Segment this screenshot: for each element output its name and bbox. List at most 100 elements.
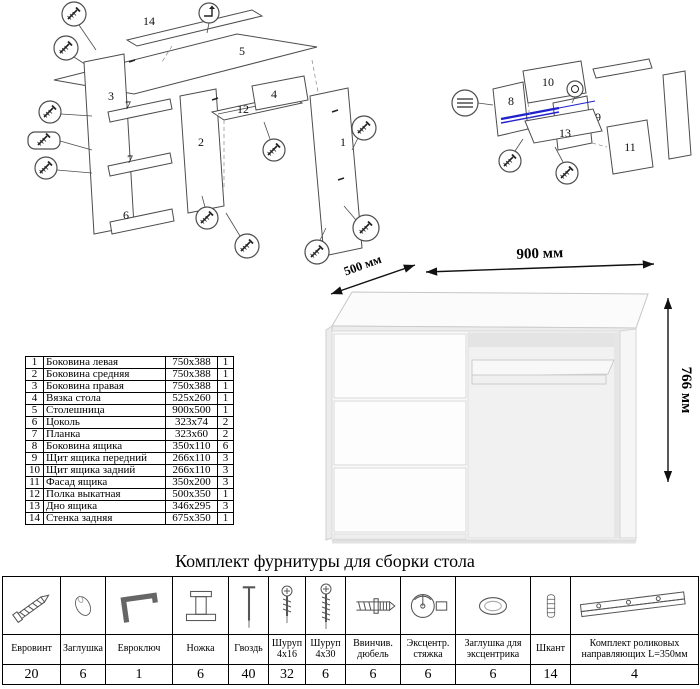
parts-cell-name: Полка выкатная (43, 488, 166, 501)
parts-cell-num: 11 (25, 476, 44, 489)
hardware-icon-cell (455, 576, 531, 635)
parts-cell-qty: 2 (217, 428, 234, 441)
fastener-callout (343, 205, 380, 242)
hardware-name: Гвоздь (228, 634, 269, 665)
hardware-qty: 6 (60, 664, 106, 685)
panel-plank-7a (107, 98, 173, 123)
drawer-rail-icon (579, 590, 686, 617)
hardware-qty: 6 (400, 664, 456, 685)
part-label: 7 (127, 152, 133, 166)
cam-lock-icon (410, 593, 448, 618)
hardware-name: Евроключ (105, 634, 173, 665)
part-label: 1 (340, 135, 346, 149)
parts-cell-size: 675x350 (165, 512, 218, 525)
parts-cell-size: 750x388 (165, 380, 218, 393)
part-label: 11 (624, 140, 636, 154)
parts-cell-name: Боковина правая (43, 380, 166, 393)
parts-cell-name: Фасад ящика (43, 476, 166, 489)
cam-cap-icon (478, 596, 508, 615)
part-label: 7 (125, 98, 131, 112)
hardware-name: Шуруп 4х16 (268, 634, 306, 665)
fastener-callout (498, 138, 524, 173)
exploded-diagram-drawer: 10 8 9 13 11 (451, 58, 692, 185)
wood-dowel-icon (546, 593, 555, 618)
fastener-mark (331, 109, 339, 113)
hardware-name: Ввинчив. дюбель (345, 634, 401, 665)
desk-top (331, 291, 649, 329)
hardware-icon-cell (570, 576, 699, 635)
drawer-front-2 (333, 400, 467, 466)
hardware-name: Эксцентр. стяжка (400, 634, 456, 665)
guide-line (527, 102, 531, 120)
panel-middle-2 (179, 88, 225, 214)
parts-cell-size: 350x200 (165, 476, 218, 489)
hardware-name: Ножка (172, 634, 229, 665)
parts-cell-name: Дно ящика (43, 500, 166, 513)
hardware-qty: 6 (172, 664, 229, 685)
parts-cell-qty: 3 (217, 452, 234, 465)
parts-cell-num: 5 (25, 404, 44, 417)
keyboard-tray (471, 359, 615, 377)
parts-cell-num: 6 (25, 416, 44, 429)
parts-cell-size: 266x110 (165, 452, 218, 465)
detail-callout (198, 2, 220, 34)
drawer-base (333, 533, 467, 540)
hexkey-icon (120, 592, 158, 623)
parts-cell-size: 346x295 (165, 500, 218, 513)
parts-cell-num: 7 (25, 428, 44, 441)
hardware-name-row: Евровинт Заглушка Евроключ Ножка Гвоздь … (2, 634, 699, 665)
hardware-table: Евровинт Заглушка Евроключ Ножка Гвоздь … (2, 576, 699, 685)
rail-callout (451, 89, 494, 117)
fastener-callout (61, 1, 97, 51)
parts-cell-num: 14 (25, 512, 44, 525)
dim-label-height: 766 мм (678, 367, 694, 414)
part-label: 6 (123, 208, 129, 222)
fastener-callout (351, 115, 377, 151)
fastener-callout (195, 195, 219, 230)
parts-cell-num: 1 (25, 356, 44, 369)
hardware-name: Шкант (530, 634, 571, 665)
eurobolt-icon (11, 593, 50, 623)
panel-drawer-bottom-13 (524, 108, 603, 144)
parts-cell-name: Боковина левая (43, 356, 166, 369)
leg-icon (185, 590, 216, 621)
parts-cell-name: Щит ящика задний (43, 464, 166, 477)
hardware-icon-cell (105, 576, 173, 635)
hardware-qty: 1 (105, 664, 173, 685)
nail-icon (242, 585, 255, 628)
hardware-qty: 32 (268, 664, 306, 685)
hardware-icon-cell (228, 576, 269, 635)
parts-cell-num: 8 (25, 440, 44, 453)
fastener-mark (211, 97, 219, 101)
hardware-icon-cell (60, 576, 106, 635)
parts-cell-name: Стенка задняя (43, 512, 166, 525)
fastener-mark (337, 177, 345, 181)
parts-cell-name: Щит ящика передний (43, 452, 166, 465)
dim-label-width: 900 мм (516, 245, 563, 263)
hardware-qty: 40 (228, 664, 269, 685)
parts-cell-qty: 1 (217, 356, 234, 369)
hardware-icon-cell (2, 576, 61, 635)
panel-facade-11 (606, 119, 654, 175)
drawer-front-3 (333, 467, 467, 533)
part-label: 3 (108, 89, 114, 103)
guide-line (591, 142, 608, 148)
screw-small-icon (281, 585, 293, 623)
dim-arrow-depth (330, 264, 416, 295)
exploded-diagram-desk: 14 5 3 7 7 6 2 12 (27, 1, 380, 265)
parts-cell-num: 10 (25, 464, 44, 477)
parts-cell-qty: 3 (217, 500, 234, 513)
parts-cell-name: Боковина ящика (43, 440, 166, 453)
parts-cell-qty: 1 (217, 380, 234, 393)
parts-cell-num: 4 (25, 392, 44, 405)
hardware-qty: 6 (305, 664, 346, 685)
parts-cell-qty: 1 (217, 368, 234, 381)
